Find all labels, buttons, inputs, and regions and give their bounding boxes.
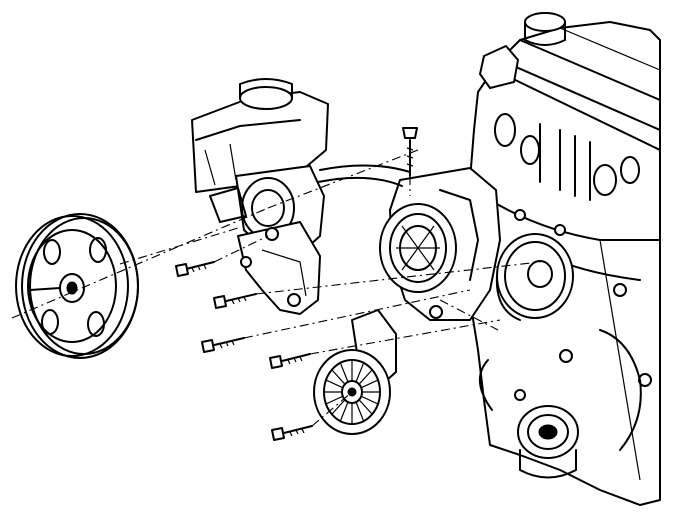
belt-tensioner bbox=[313, 309, 397, 435]
bolt-5 bbox=[271, 425, 313, 441]
bolt-1 bbox=[175, 261, 215, 277]
power-steering-pulley bbox=[15, 213, 139, 359]
alternator bbox=[379, 167, 501, 321]
water-pump bbox=[517, 405, 579, 479]
mounting-bracket bbox=[237, 221, 321, 315]
bolt-4 bbox=[269, 353, 311, 369]
bolt-2 bbox=[213, 293, 257, 309]
fluid-reservoir bbox=[191, 78, 329, 193]
bolt-6 bbox=[402, 127, 418, 177]
bolt-3 bbox=[201, 337, 245, 353]
alignment-lines bbox=[11, 149, 541, 427]
idler-pulley bbox=[495, 233, 574, 321]
